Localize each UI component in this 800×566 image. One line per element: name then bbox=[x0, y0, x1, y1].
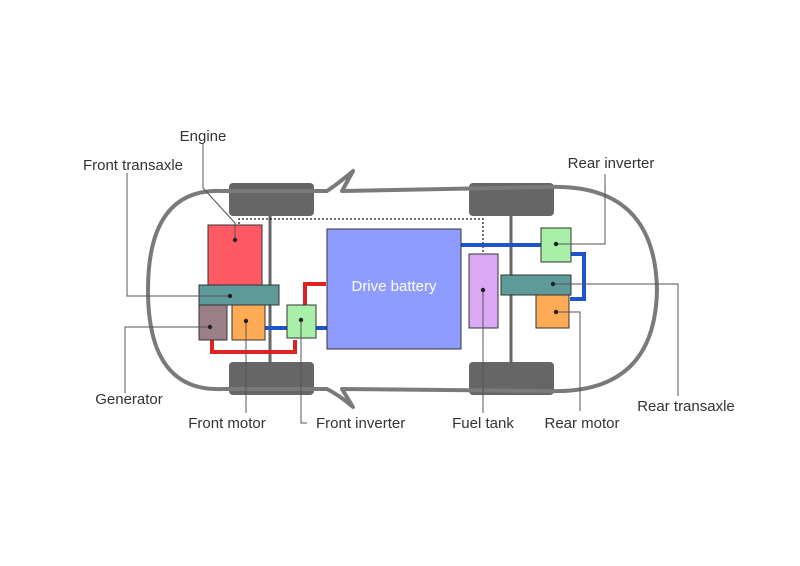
engine-label: Engine bbox=[180, 128, 227, 145]
generator-label: Generator bbox=[95, 391, 163, 408]
wheel-rear-left bbox=[469, 183, 554, 216]
dot-rear-inverter bbox=[553, 241, 559, 247]
components bbox=[198, 224, 572, 350]
drive-battery-block bbox=[326, 228, 462, 350]
rear-motor-label: Rear motor bbox=[544, 415, 619, 432]
leader-front-transaxle bbox=[126, 173, 230, 297]
drive-battery-label: Drive battery bbox=[351, 278, 437, 295]
front-motor-block bbox=[231, 304, 266, 341]
leader-rear-transaxle bbox=[553, 283, 679, 396]
fuel-tank-label: Fuel tank bbox=[452, 415, 514, 432]
generator-block bbox=[198, 304, 228, 341]
front-inverter-label: Front inverter bbox=[316, 415, 405, 432]
rear-transaxle-label: Rear transaxle bbox=[637, 398, 735, 415]
anchor-dots bbox=[207, 237, 559, 330]
front-motor-label: Front motor bbox=[188, 415, 266, 432]
wheel-front-right bbox=[229, 362, 314, 395]
dot-generator bbox=[207, 324, 213, 330]
leader-engine bbox=[202, 144, 236, 240]
wheel-front-left bbox=[229, 183, 314, 216]
front-transaxle-block bbox=[198, 284, 280, 306]
car-body-outline bbox=[146, 169, 659, 409]
dot-fuel-tank bbox=[480, 287, 486, 293]
blue-cable-rear-inverter bbox=[570, 252, 586, 301]
wheel-rear-right bbox=[469, 362, 554, 395]
high-voltage-cables bbox=[210, 243, 586, 354]
front-transaxle-label: Front transaxle bbox=[83, 157, 183, 174]
rear-inverter-label: Rear inverter bbox=[568, 155, 655, 172]
red-cable-battery bbox=[303, 282, 326, 305]
leader-generator bbox=[124, 326, 210, 393]
dot-rear-transaxle bbox=[550, 281, 556, 287]
dot-front-transaxle bbox=[227, 293, 233, 299]
dot-rear-motor bbox=[553, 309, 559, 315]
leader-front-inverter bbox=[300, 320, 307, 424]
leader-rear-motor bbox=[556, 311, 581, 411]
red-cable-generator bbox=[210, 340, 297, 354]
dot-engine bbox=[232, 237, 238, 243]
rear-transaxle-block bbox=[500, 274, 572, 296]
dot-front-inverter bbox=[298, 317, 304, 323]
leader-rear-inverter bbox=[556, 174, 606, 245]
wheels bbox=[229, 183, 554, 395]
dot-front-motor bbox=[243, 318, 249, 324]
leader-lines bbox=[124, 144, 679, 424]
